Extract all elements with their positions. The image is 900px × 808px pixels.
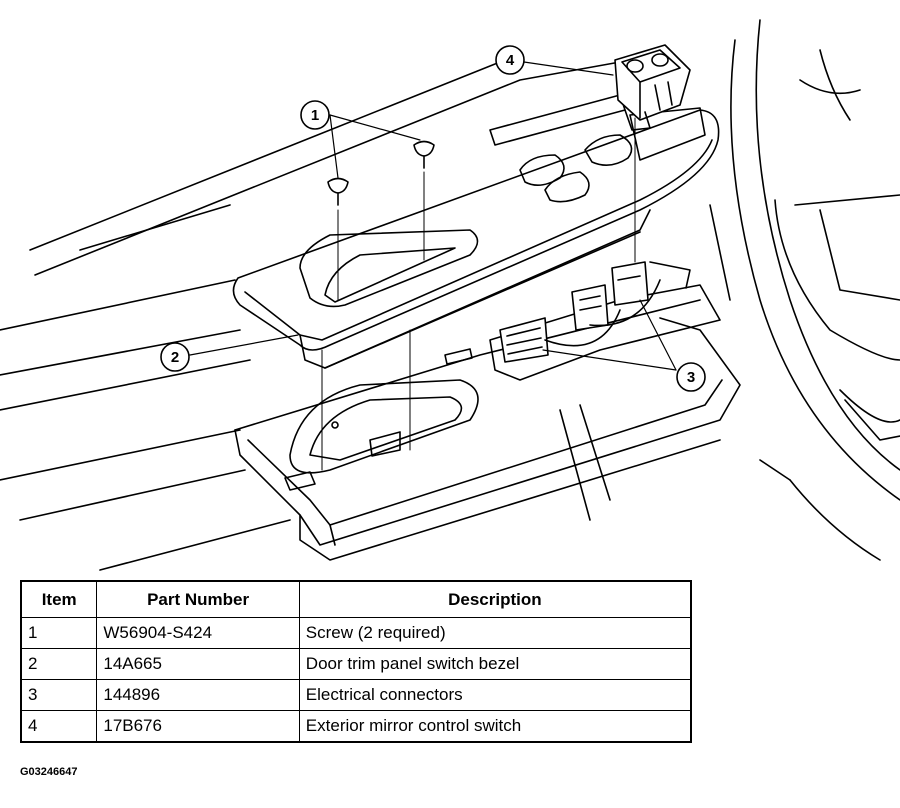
cell-part-number: 17B676: [96, 710, 300, 743]
door-trim-exploded-diagram: 1 2 3 4: [0, 19, 900, 571]
callout-leaders: [189, 61, 677, 371]
table-row: 2 14A665 Door trim panel switch bezel: [20, 648, 692, 680]
cell-part-number: W56904-S424: [96, 617, 300, 649]
armrest-base: [234, 284, 741, 561]
cell-description: Screw (2 required): [298, 617, 692, 649]
cell-item: 1: [20, 617, 98, 649]
cell-item: 3: [20, 679, 98, 711]
figure-id: G03246647: [20, 766, 78, 778]
cell-part-number: 144896: [96, 679, 300, 711]
steering-wheel: [730, 19, 900, 561]
callout-2: 2: [160, 342, 190, 372]
guide-lines: [321, 117, 636, 471]
callout-3: 3: [676, 362, 706, 392]
switch-bezel: [232, 94, 720, 369]
mirror-control-switch: [614, 44, 691, 131]
header-item: Item: [20, 580, 98, 618]
callout-4: 4: [495, 45, 525, 75]
svg-text:2: 2: [171, 349, 179, 366]
cell-part-number: 14A665: [96, 648, 300, 680]
table-row: 4 17B676 Exterior mirror control switch: [20, 710, 692, 743]
parts-table: Item Part Number Description 1 W56904-S4…: [20, 580, 692, 743]
cell-item: 4: [20, 710, 98, 743]
svg-text:1: 1: [311, 107, 319, 124]
cell-item: 2: [20, 648, 98, 680]
screws: [327, 140, 435, 206]
header-description: Description: [298, 580, 692, 618]
cell-description: Electrical connectors: [298, 679, 692, 711]
callout-1: 1: [300, 100, 330, 130]
table-header-row: Item Part Number Description: [20, 580, 692, 618]
table-row: 3 144896 Electrical connectors: [20, 679, 692, 711]
svg-text:3: 3: [687, 369, 695, 386]
cell-description: Door trim panel switch bezel: [298, 648, 692, 680]
table-row: 1 W56904-S424 Screw (2 required): [20, 617, 692, 649]
door-outline: [0, 61, 731, 571]
header-part-number: Part Number: [96, 580, 300, 618]
svg-text:4: 4: [506, 52, 515, 69]
electrical-connectors: [499, 261, 691, 363]
cell-description: Exterior mirror control switch: [298, 710, 692, 743]
